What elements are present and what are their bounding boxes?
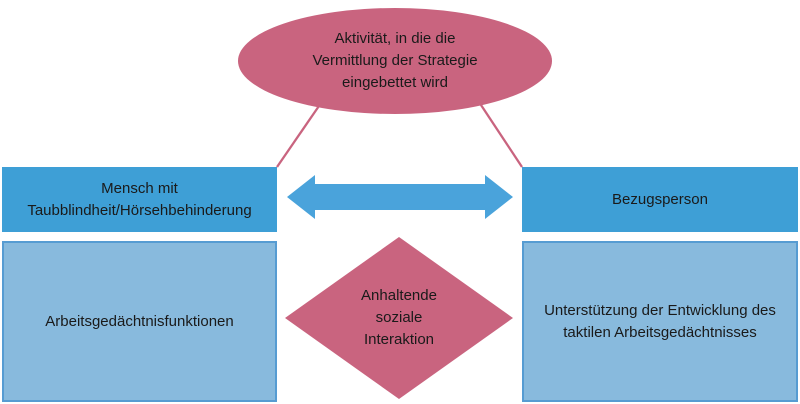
double-arrow [287,175,513,219]
interaction-diamond-shape [285,237,513,399]
activity-ellipse-label: Aktivität, in die die Vermittlung der St… [312,30,478,91]
connector-line-right [480,104,523,168]
caregiver-box: Bezugsperson [522,167,798,232]
person-box: Mensch mit Taubblindheit/Hörsehbehinderu… [2,167,277,232]
connector-line-left [276,102,322,168]
activity-ellipse-shape [238,8,552,114]
memory-box: Arbeitsgedächtnisfunktionen [2,241,277,402]
interaction-diamond-label: Anhaltende soziale Interaktion [361,287,437,348]
support-box: Unterstützung der Entwicklung des taktil… [522,241,798,402]
